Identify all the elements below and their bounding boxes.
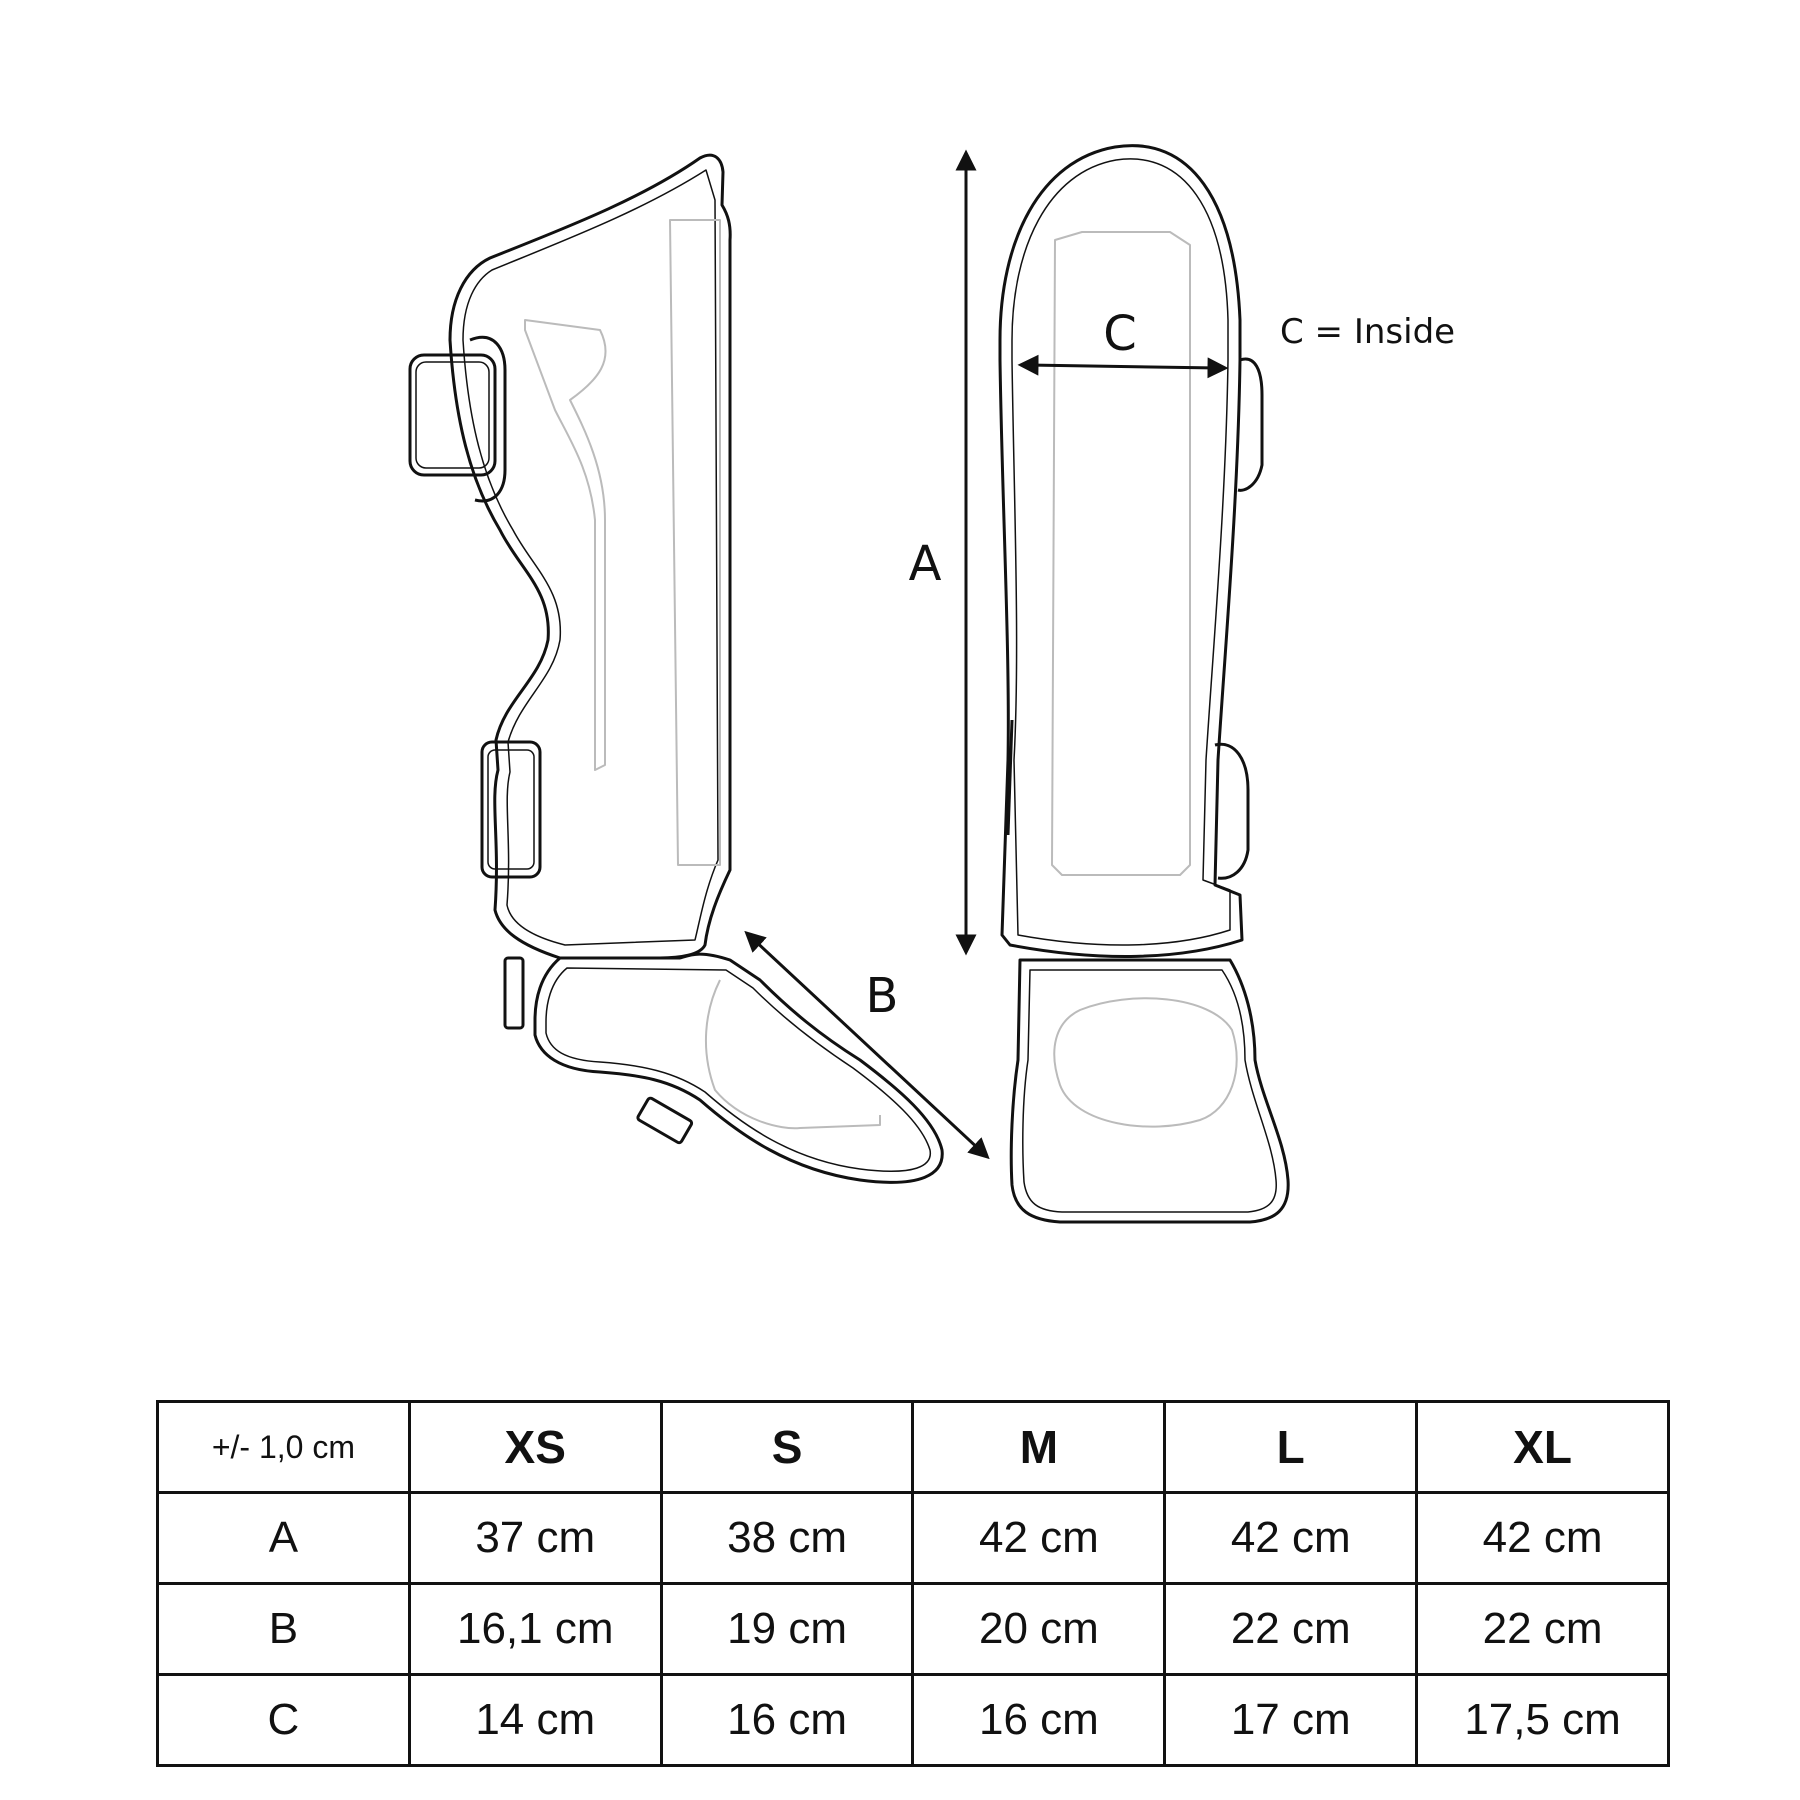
inside-note: C = Inside	[1280, 312, 1455, 352]
size-header-l: L	[1163, 1400, 1419, 1494]
front-view-shin-guard	[998, 144, 1290, 1224]
table-cell: 42 cm	[1163, 1491, 1419, 1585]
table-cell: 22 cm	[1163, 1582, 1419, 1676]
table-cell: 17 cm	[1163, 1673, 1419, 1767]
label-a: A	[909, 536, 942, 592]
table-cell: 14 cm	[407, 1673, 663, 1767]
table-cell: 17,5 cm	[1415, 1673, 1670, 1767]
table-cell: 16,1 cm	[407, 1582, 663, 1676]
size-header-s: S	[659, 1400, 915, 1494]
table-row: C 14 cm 16 cm 16 cm 17 cm 17,5 cm	[156, 1673, 1670, 1767]
table-row: B 16,1 cm 19 cm 20 cm 22 cm 22 cm	[156, 1582, 1670, 1676]
dimension-a: A	[909, 149, 977, 956]
dimension-b: B	[744, 930, 990, 1160]
table-cell: 20 cm	[911, 1582, 1167, 1676]
table-cell: 16 cm	[911, 1673, 1167, 1767]
label-c: C	[1103, 306, 1137, 362]
size-header-m: M	[911, 1400, 1167, 1494]
table-row: A 37 cm 38 cm 42 cm 42 cm 42 cm	[156, 1491, 1670, 1585]
row-label: C	[156, 1673, 411, 1767]
size-chart-table: +/- 1,0 cm XS S M L XL A 37 cm 38 cm 42 …	[156, 1400, 1670, 1767]
table-cell: 19 cm	[659, 1582, 915, 1676]
table-header-row: +/- 1,0 cm XS S M L XL	[156, 1400, 1670, 1494]
size-header-xl: XL	[1415, 1400, 1670, 1494]
row-label: B	[156, 1582, 411, 1676]
table-cell: 42 cm	[911, 1491, 1167, 1585]
size-header-xs: XS	[407, 1400, 663, 1494]
tolerance-cell: +/- 1,0 cm	[156, 1400, 411, 1494]
dimension-c: C	[1017, 306, 1229, 379]
side-view-shin-guard	[408, 153, 944, 1184]
table-cell: 22 cm	[1415, 1582, 1670, 1676]
table-cell: 38 cm	[659, 1491, 915, 1585]
label-b: B	[866, 968, 899, 1024]
table-cell: 42 cm	[1415, 1491, 1670, 1585]
table-cell: 37 cm	[407, 1491, 663, 1585]
table-cell: 16 cm	[659, 1673, 915, 1767]
row-label: A	[156, 1491, 411, 1585]
shin-guard-illustration: A B C C = Inside	[408, 144, 1455, 1224]
